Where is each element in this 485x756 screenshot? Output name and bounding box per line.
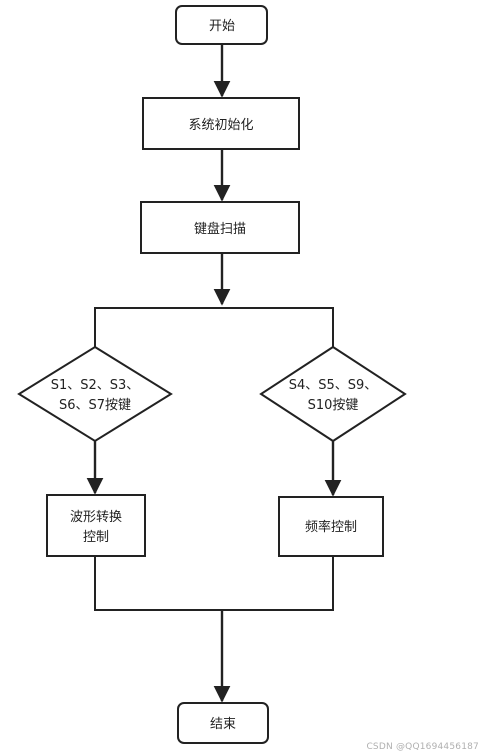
- decision-left-line2: S6、S7按键: [59, 398, 131, 413]
- end-node: 结束: [177, 702, 269, 744]
- start-label: 开始: [209, 19, 235, 34]
- scan-node: 键盘扫描: [140, 201, 300, 254]
- freq-control-label: 频率控制: [305, 519, 357, 535]
- watermark: CSDN @QQ1694456187: [366, 742, 479, 752]
- split-line: [94, 307, 334, 347]
- wave-control-line2: 控制: [83, 530, 109, 545]
- decision-left-line1: S1、S2、S3、: [51, 378, 140, 393]
- wave-control-line1: 波形转换: [70, 510, 122, 525]
- connectors: [86, 44, 342, 703]
- decision-right: S4、S5、S9、 S10按键: [259, 345, 407, 443]
- decision-right-line2: S10按键: [308, 398, 359, 413]
- wave-control-node: 波形转换 控制: [46, 494, 146, 557]
- init-label: 系统初始化: [188, 118, 253, 133]
- decision-left: S1、S2、S3、 S6、S7按键: [17, 345, 173, 443]
- decision-right-line1: S4、S5、S9、: [289, 378, 378, 393]
- scan-label: 键盘扫描: [194, 221, 246, 237]
- freq-control-node: 频率控制: [278, 496, 384, 557]
- merge-line: [94, 556, 334, 611]
- start-node: 开始: [175, 5, 268, 45]
- end-label: 结束: [210, 717, 236, 732]
- init-node: 系统初始化: [142, 97, 300, 150]
